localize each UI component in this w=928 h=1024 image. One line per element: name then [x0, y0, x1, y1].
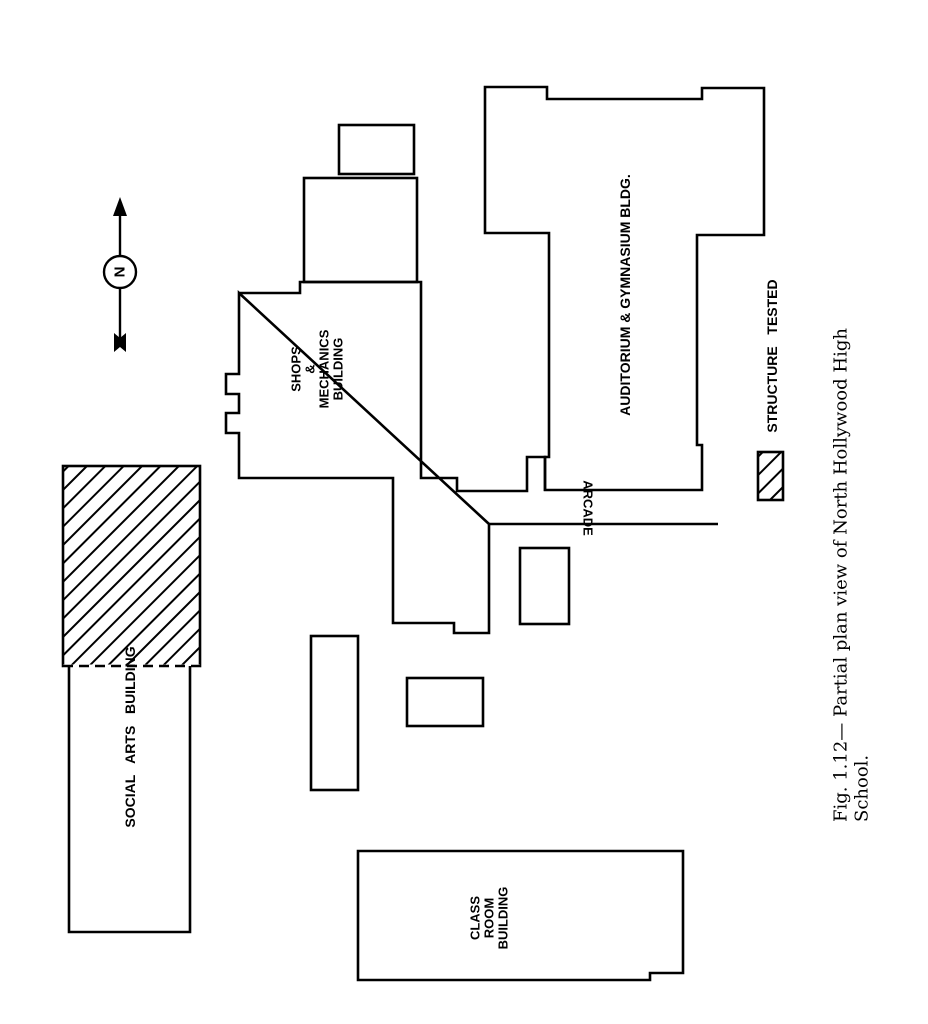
svg-text:BUILDING: BUILDING [331, 338, 346, 401]
auditorium-label: AUDITORIUM & GYMNASIUM BLDG. [617, 174, 633, 416]
classroom-label: CLASS ROOM BUILDING [468, 887, 511, 950]
tested-section [61, 464, 202, 668]
small-building-central [405, 676, 485, 728]
small-building-north [337, 123, 416, 176]
north-arrow-icon: N [102, 197, 138, 352]
north-letter: N [112, 267, 129, 278]
shops-mechanics-building [224, 280, 547, 635]
annex-building [302, 176, 419, 284]
arcade-label: ARCADE [581, 480, 596, 536]
classroom-building [356, 849, 685, 982]
svg-text:CLASS: CLASS [468, 896, 483, 940]
svg-text:BUILDING: BUILDING [496, 887, 511, 950]
svg-text:SHOPS: SHOPS [289, 346, 304, 392]
social-arts-label: SOCIAL ARTS BUILDING [122, 646, 138, 827]
social-arts-building [61, 464, 202, 934]
small-building-east [518, 546, 571, 626]
legend-swatch [756, 450, 785, 502]
legend-label: STRUCTURE TESTED [764, 279, 780, 432]
caption-line-1: Fig. 1.12— Partial plan view of North Ho… [831, 328, 852, 822]
svg-text:&: & [303, 364, 318, 373]
narrow-building [309, 634, 360, 792]
svg-text:MECHANICS: MECHANICS [317, 329, 332, 408]
figure-caption: Fig. 1.12— Partial plan view of North Ho… [831, 328, 873, 822]
shops-label: SHOPS & MECHANICS BUILDING [289, 329, 346, 408]
legend: STRUCTURE TESTED [756, 279, 785, 502]
caption-line-2: School. [852, 755, 873, 822]
svg-text:ROOM: ROOM [482, 898, 497, 938]
auditorium-gymnasium-building [483, 85, 766, 492]
